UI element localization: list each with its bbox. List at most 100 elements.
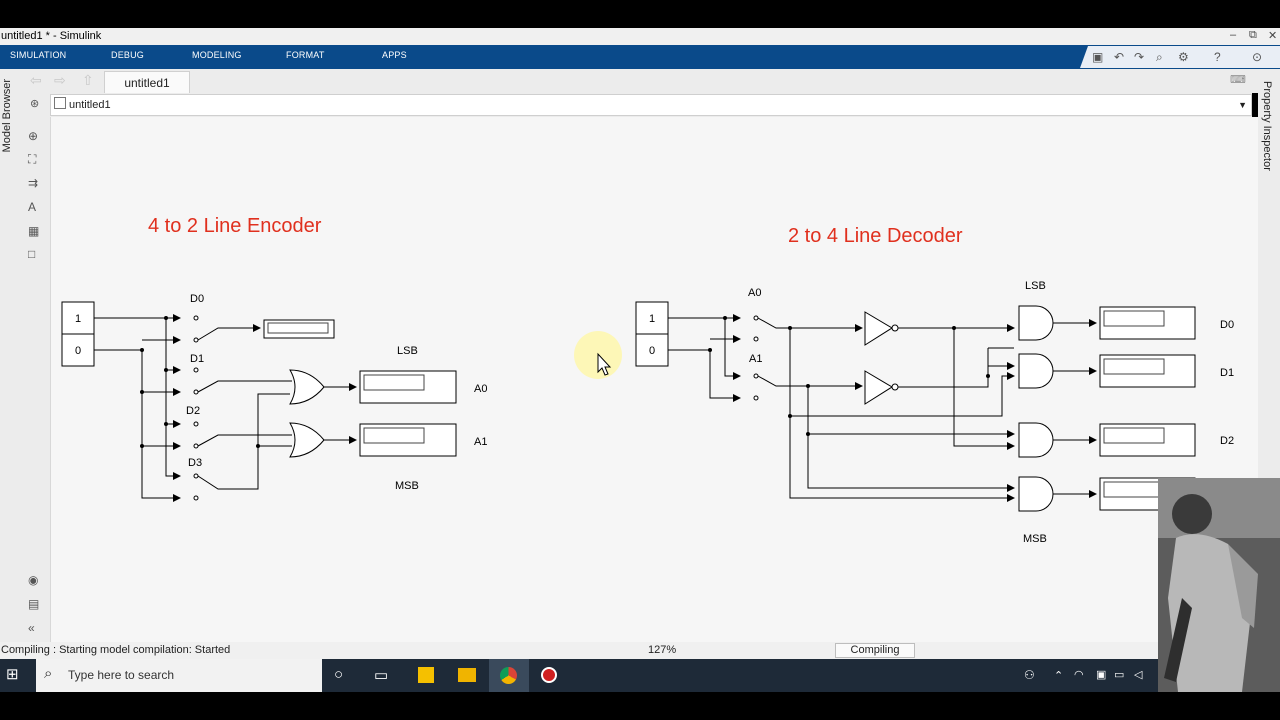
- window-titlebar: untitled1 * - Simulink – ⧉ ✕: [0, 28, 1280, 45]
- encoder-const0-label: 0: [75, 345, 81, 357]
- help-icon[interactable]: ?: [1214, 50, 1221, 64]
- fit-view-icon[interactable]: ⛶: [28, 152, 37, 166]
- chrome-icon: [500, 667, 517, 684]
- sticky-notes-icon[interactable]: [418, 667, 434, 683]
- encoder-output-a0: A0: [474, 383, 487, 395]
- model-browser-label[interactable]: Model Browser: [1, 79, 13, 153]
- tab-untitled1[interactable]: untitled1: [104, 71, 190, 94]
- path-dropdown-icon[interactable]: ▼: [1238, 100, 1247, 110]
- save-icon[interactable]: ▣: [1092, 50, 1104, 64]
- decoder-switch-a0: A0: [748, 287, 761, 299]
- decoder-display-d2[interactable]: [1099, 423, 1196, 457]
- decoder-and-gate-d2[interactable]: [1018, 422, 1054, 458]
- model-path-text: untitled1: [69, 99, 111, 111]
- redo-icon[interactable]: ↷: [1134, 50, 1145, 64]
- tab-debug[interactable]: DEBUG: [111, 50, 145, 60]
- file-explorer-icon[interactable]: [458, 668, 476, 682]
- collapse-icon[interactable]: «: [28, 621, 35, 635]
- windows-start-icon[interactable]: ⊞: [6, 666, 19, 683]
- community-icon[interactable]: ⚙: [1178, 50, 1189, 64]
- minimize-button[interactable]: –: [1230, 29, 1237, 41]
- encoder-or-gate-a1[interactable]: [289, 422, 325, 458]
- forward-arrow-icon[interactable]: ⇨: [54, 72, 66, 88]
- decoder-constant-0[interactable]: 0: [635, 333, 669, 367]
- annotation-icon[interactable]: A: [28, 200, 37, 214]
- task-view-icon[interactable]: ▭: [374, 667, 389, 684]
- route-lines-icon[interactable]: ⇉: [28, 176, 39, 190]
- tab-modeling[interactable]: MODELING: [192, 50, 242, 60]
- decoder-not-gate-2[interactable]: [864, 370, 899, 405]
- model-explorer-icon[interactable]: ▤: [28, 597, 40, 611]
- hide-browser-icon[interactable]: ⊛: [30, 98, 40, 110]
- close-button[interactable]: ✕: [1268, 30, 1278, 42]
- ribbon-tabs: SIMULATION DEBUG MODELING FORMAT APPS ▣ …: [0, 45, 1280, 69]
- model-browser-strip[interactable]: Model Browser: [0, 69, 21, 642]
- address-bar: ⊛ untitled1 ▼: [20, 93, 1252, 117]
- recorder-icon[interactable]: [541, 667, 557, 683]
- tab-simulation[interactable]: SIMULATION: [10, 50, 67, 60]
- decoder-constant-1[interactable]: 1: [635, 301, 669, 335]
- image-icon[interactable]: ▦: [28, 224, 40, 238]
- property-inspector-label[interactable]: Property Inspector: [1261, 81, 1273, 171]
- decoder-output-d0: D0: [1220, 319, 1234, 331]
- decoder-output-d1: D1: [1220, 367, 1234, 379]
- search-icon: ⌕: [44, 665, 53, 682]
- encoder-switch-contacts: [193, 315, 199, 501]
- status-bar: Compiling : Starting model compilation: …: [0, 642, 1280, 659]
- wifi-icon[interactable]: ◠: [1074, 669, 1084, 681]
- decoder-and-gate-d3[interactable]: [1018, 476, 1054, 512]
- compile-status[interactable]: Compiling: [835, 643, 915, 658]
- encoder-switch-d0: D0: [190, 293, 204, 305]
- model-canvas[interactable]: 4 to 2 Line Encoder 1 0: [51, 117, 1258, 642]
- decoder-and-gate-d0[interactable]: [1018, 305, 1054, 341]
- decoder-and-gate-d1[interactable]: [1018, 353, 1054, 389]
- decoder-const1-label: 1: [649, 313, 655, 325]
- video-letterbox-top: [0, 0, 1280, 28]
- cortana-icon[interactable]: ○: [334, 666, 344, 683]
- tab-apps[interactable]: APPS: [382, 50, 407, 60]
- encoder-constant-1[interactable]: 1: [61, 301, 95, 335]
- search-icon[interactable]: ⌕: [1156, 50, 1163, 64]
- battery-icon[interactable]: ▭: [1114, 669, 1125, 681]
- encoder-title: 4 to 2 Line Encoder: [148, 215, 322, 237]
- back-arrow-icon[interactable]: ⇦: [30, 72, 42, 88]
- meet-icon[interactable]: ▣: [1096, 669, 1107, 681]
- decoder-switch-contacts: [753, 315, 759, 401]
- encoder-display-d0[interactable]: [263, 319, 335, 339]
- video-letterbox-bottom: [0, 692, 1280, 720]
- restore-button[interactable]: ⧉: [1249, 29, 1257, 41]
- chrome-taskbar-slot[interactable]: [489, 659, 529, 692]
- webcam-overlay: [1158, 478, 1280, 692]
- tray-chevron-icon[interactable]: ⌃: [1054, 670, 1064, 682]
- encoder-or-gate-a0[interactable]: [289, 369, 325, 405]
- settings-icon[interactable]: ⊙: [1252, 50, 1263, 64]
- editor-tabbar: ⇦ ⇨ ⇧ untitled1 ⌨: [20, 69, 1258, 94]
- encoder-wires: [94, 314, 357, 502]
- volume-icon[interactable]: ◁: [1134, 669, 1143, 681]
- zoom-level[interactable]: 127%: [648, 644, 677, 656]
- decoder-switch-a1: A1: [749, 353, 762, 365]
- decoder-not-gate-1[interactable]: [864, 311, 899, 346]
- people-icon[interactable]: ⚇: [1024, 668, 1035, 682]
- decoder-display-d1[interactable]: [1099, 354, 1196, 388]
- zoom-in-icon[interactable]: ⊕: [28, 129, 39, 143]
- area-icon[interactable]: □: [28, 247, 36, 261]
- tab-format[interactable]: FORMAT: [286, 50, 325, 60]
- undo-icon[interactable]: ↶: [1114, 50, 1125, 64]
- encoder-lsb-label: LSB: [397, 345, 418, 357]
- decoder-msb-label: MSB: [1023, 533, 1047, 545]
- encoder-display-a1[interactable]: [359, 423, 457, 457]
- taskbar-search-box[interactable]: ⌕ Type here to search: [36, 659, 322, 692]
- encoder-display-a0[interactable]: [359, 370, 457, 404]
- model-path[interactable]: untitled1 ▼: [50, 94, 1252, 116]
- decoder-output-d2: D2: [1220, 435, 1234, 447]
- mouse-cursor-icon: [597, 352, 612, 376]
- decoder-wires: [668, 314, 1097, 502]
- keyboard-icon[interactable]: ⌨: [1230, 74, 1246, 86]
- encoder-constant-0[interactable]: 0: [61, 333, 95, 367]
- taskbar-search-placeholder: Type here to search: [68, 668, 175, 682]
- up-arrow-icon[interactable]: ⇧: [82, 72, 94, 88]
- encoder-msb-label: MSB: [395, 480, 419, 492]
- screenshot-icon[interactable]: ◉: [28, 573, 39, 587]
- decoder-display-d0[interactable]: [1099, 306, 1196, 340]
